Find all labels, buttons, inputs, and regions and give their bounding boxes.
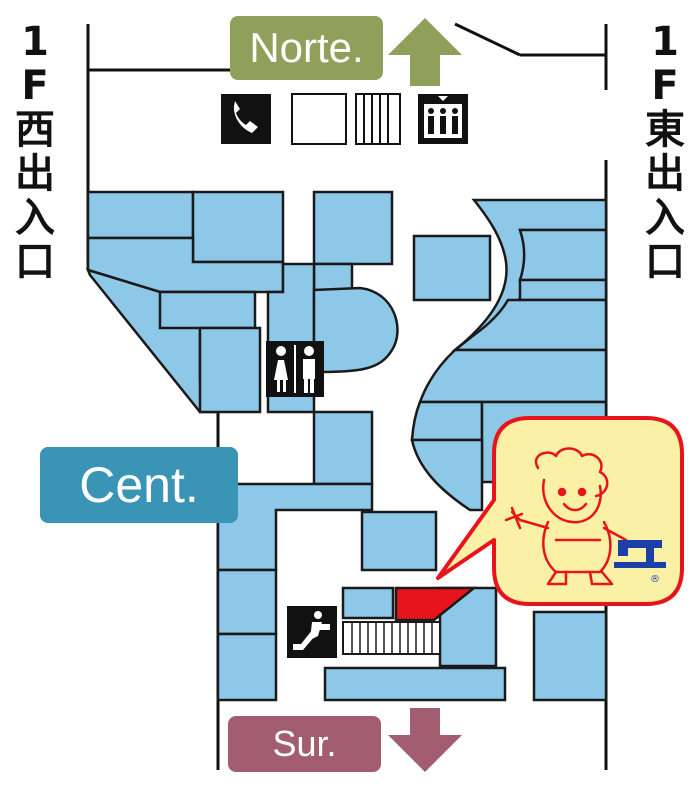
shop-block [323, 666, 507, 702]
highlighted-shop[interactable] [394, 586, 478, 622]
west-label-char: F [21, 63, 49, 109]
shop-block [341, 586, 395, 620]
shop-block [158, 290, 257, 330]
shop-block [312, 262, 354, 292]
shop-block [216, 568, 278, 636]
restroom-icon [266, 341, 324, 397]
north-arrow-icon [388, 18, 462, 86]
west-label-char: 出 [15, 151, 55, 197]
west-label-char: 口 [15, 239, 55, 285]
east-label-char: 口 [645, 239, 685, 285]
shop-block [216, 482, 374, 572]
shop-block [518, 278, 608, 302]
shop-block [198, 326, 262, 414]
south-label: Sur. [228, 716, 381, 772]
elevator-icon [418, 94, 468, 144]
south-arrow-icon [388, 708, 462, 772]
shop-block [191, 190, 285, 264]
shop-block [360, 510, 438, 572]
east-label-char: 入 [645, 195, 685, 241]
shop-block [451, 298, 608, 352]
shop-block [86, 190, 195, 240]
shop-block [518, 228, 608, 282]
west-label-char: 西 [15, 107, 55, 153]
shop-block [312, 286, 399, 374]
shop-block [412, 234, 492, 302]
east-label-char: 1 [651, 19, 679, 65]
sewing-machine-icon [614, 540, 666, 568]
center-label: Cent. [40, 447, 238, 523]
shop-block [410, 438, 484, 512]
east-label-char: 出 [645, 151, 685, 197]
locker-icon [291, 93, 401, 145]
escalator-icon [287, 606, 337, 658]
mascot-bubble [436, 416, 684, 606]
escalator-steps [342, 621, 441, 655]
shop-block [410, 400, 484, 442]
mascot-illustration [504, 447, 628, 586]
shop-block [312, 190, 394, 266]
trademark-mark: ® [650, 574, 660, 585]
west-label-char: 1 [21, 19, 49, 65]
west-entrance-label: 1 F 西 出 入 口 [10, 20, 60, 284]
shop-block [312, 410, 374, 486]
east-entrance-label: 1 F 東 出 入 口 [640, 20, 690, 284]
east-label-char: 東 [645, 107, 685, 153]
west-label-char: 入 [15, 195, 55, 241]
east-label-char: F [651, 63, 679, 109]
shop-block [216, 632, 278, 702]
north-label: Norte. [230, 16, 383, 80]
phone-icon [221, 94, 271, 144]
shop-block [532, 610, 608, 702]
shop-block [418, 348, 608, 404]
